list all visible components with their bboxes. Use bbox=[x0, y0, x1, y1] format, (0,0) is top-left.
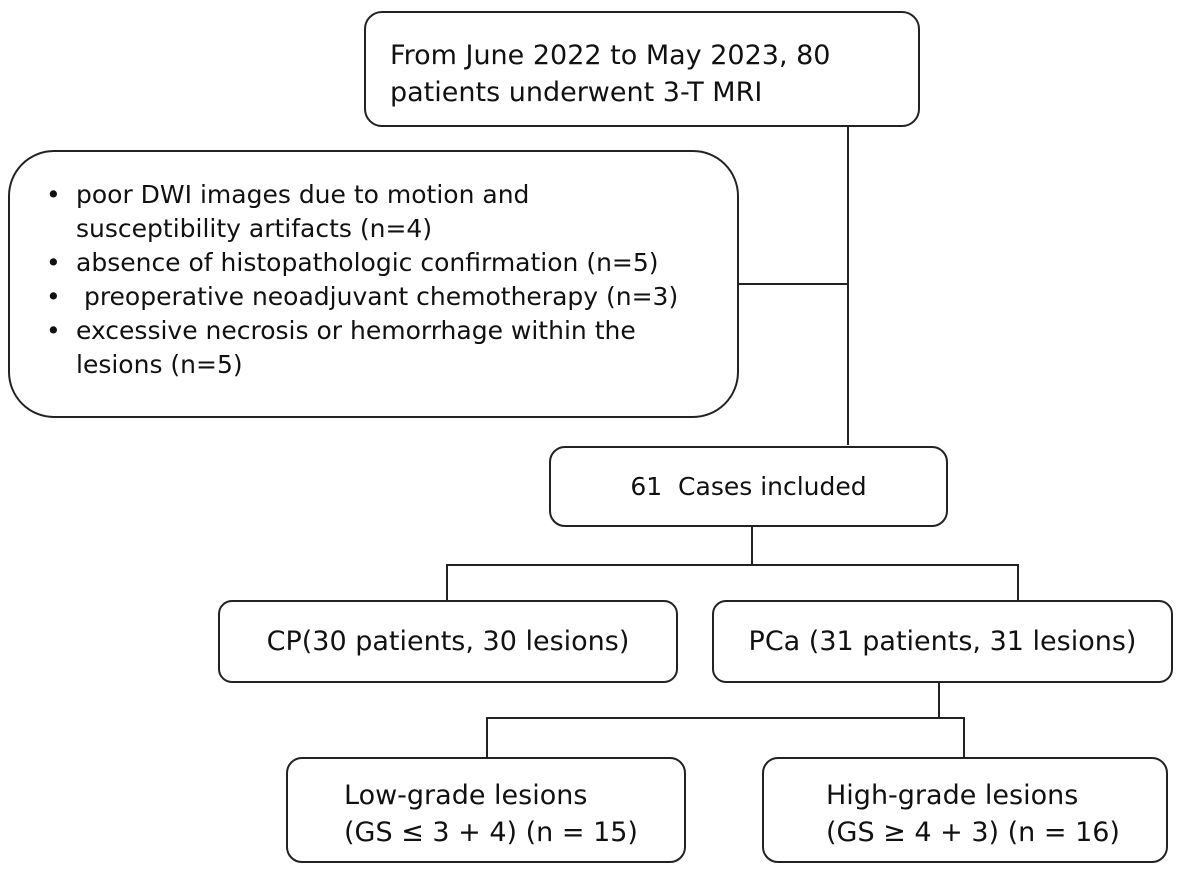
high-grade-box: High-grade lesions (GS ≥ 4 + 3) (n = 16) bbox=[762, 757, 1168, 863]
exclusion-item-text: absence of histopathologic confirmation … bbox=[76, 248, 659, 277]
high-grade-title: High-grade lesions bbox=[826, 780, 1079, 811]
connector-grade-horizontal bbox=[486, 717, 965, 719]
exclusion-list: • poor DWI images due to motion and susc… bbox=[24, 178, 737, 382]
bullet-icon: • bbox=[46, 282, 61, 311]
included-label: 61 Cases included bbox=[630, 472, 867, 501]
low-grade-criteria: (GS ≤ 3 + 4) (n = 15) bbox=[344, 817, 638, 848]
connector-to-cp bbox=[446, 564, 448, 601]
exclusion-item: • preoperative neoadjuvant chemotherapy … bbox=[24, 280, 737, 314]
exclusion-item-text: poor DWI images due to motion and bbox=[76, 180, 530, 209]
start-line-1: From June 2022 to May 2023, 80 bbox=[390, 40, 831, 71]
connector-start-down bbox=[847, 127, 849, 445]
low-grade-title: Low-grade lesions bbox=[344, 780, 588, 811]
exclusion-item-text: preoperative neoadjuvant chemotherapy (n… bbox=[76, 282, 679, 311]
start-line-2: patients underwent 3-T MRI bbox=[390, 77, 763, 108]
included-box: 61 Cases included bbox=[549, 446, 948, 527]
connector-included-down bbox=[751, 526, 753, 565]
connector-pca-down bbox=[938, 682, 940, 718]
exclusion-item-text: susceptibility artifacts (n=4) bbox=[76, 214, 433, 243]
connector-to-pca bbox=[1017, 564, 1019, 601]
bullet-icon: • bbox=[46, 248, 61, 277]
connector-exclusion bbox=[737, 283, 848, 285]
cp-label: CP(30 patients, 30 lesions) bbox=[266, 626, 630, 657]
exclusion-item-text: lesions (n=5) bbox=[76, 350, 243, 379]
exclusion-item: • poor DWI images due to motion and susc… bbox=[24, 178, 737, 246]
pca-label: PCa (31 patients, 31 lesions) bbox=[748, 626, 1137, 657]
cp-box: CP(30 patients, 30 lesions) bbox=[218, 600, 678, 683]
high-grade-criteria: (GS ≥ 4 + 3) (n = 16) bbox=[826, 817, 1120, 848]
connector-to-low bbox=[486, 717, 488, 757]
bullet-icon: • bbox=[46, 180, 61, 209]
bullet-icon: • bbox=[46, 316, 61, 345]
low-grade-box: Low-grade lesions (GS ≤ 3 + 4) (n = 15) bbox=[286, 757, 686, 863]
exclusion-item: • excessive necrosis or hemorrhage withi… bbox=[24, 314, 737, 382]
exclusion-item-text: excessive necrosis or hemorrhage within … bbox=[76, 316, 636, 345]
exclusion-item: • absence of histopathologic confirmatio… bbox=[24, 246, 737, 280]
start-box: From June 2022 to May 2023, 80 patients … bbox=[364, 11, 920, 127]
connector-split-horizontal bbox=[446, 564, 1019, 566]
exclusion-box: • poor DWI images due to motion and susc… bbox=[8, 150, 739, 418]
pca-box: PCa (31 patients, 31 lesions) bbox=[712, 600, 1173, 683]
connector-to-high bbox=[963, 717, 965, 757]
